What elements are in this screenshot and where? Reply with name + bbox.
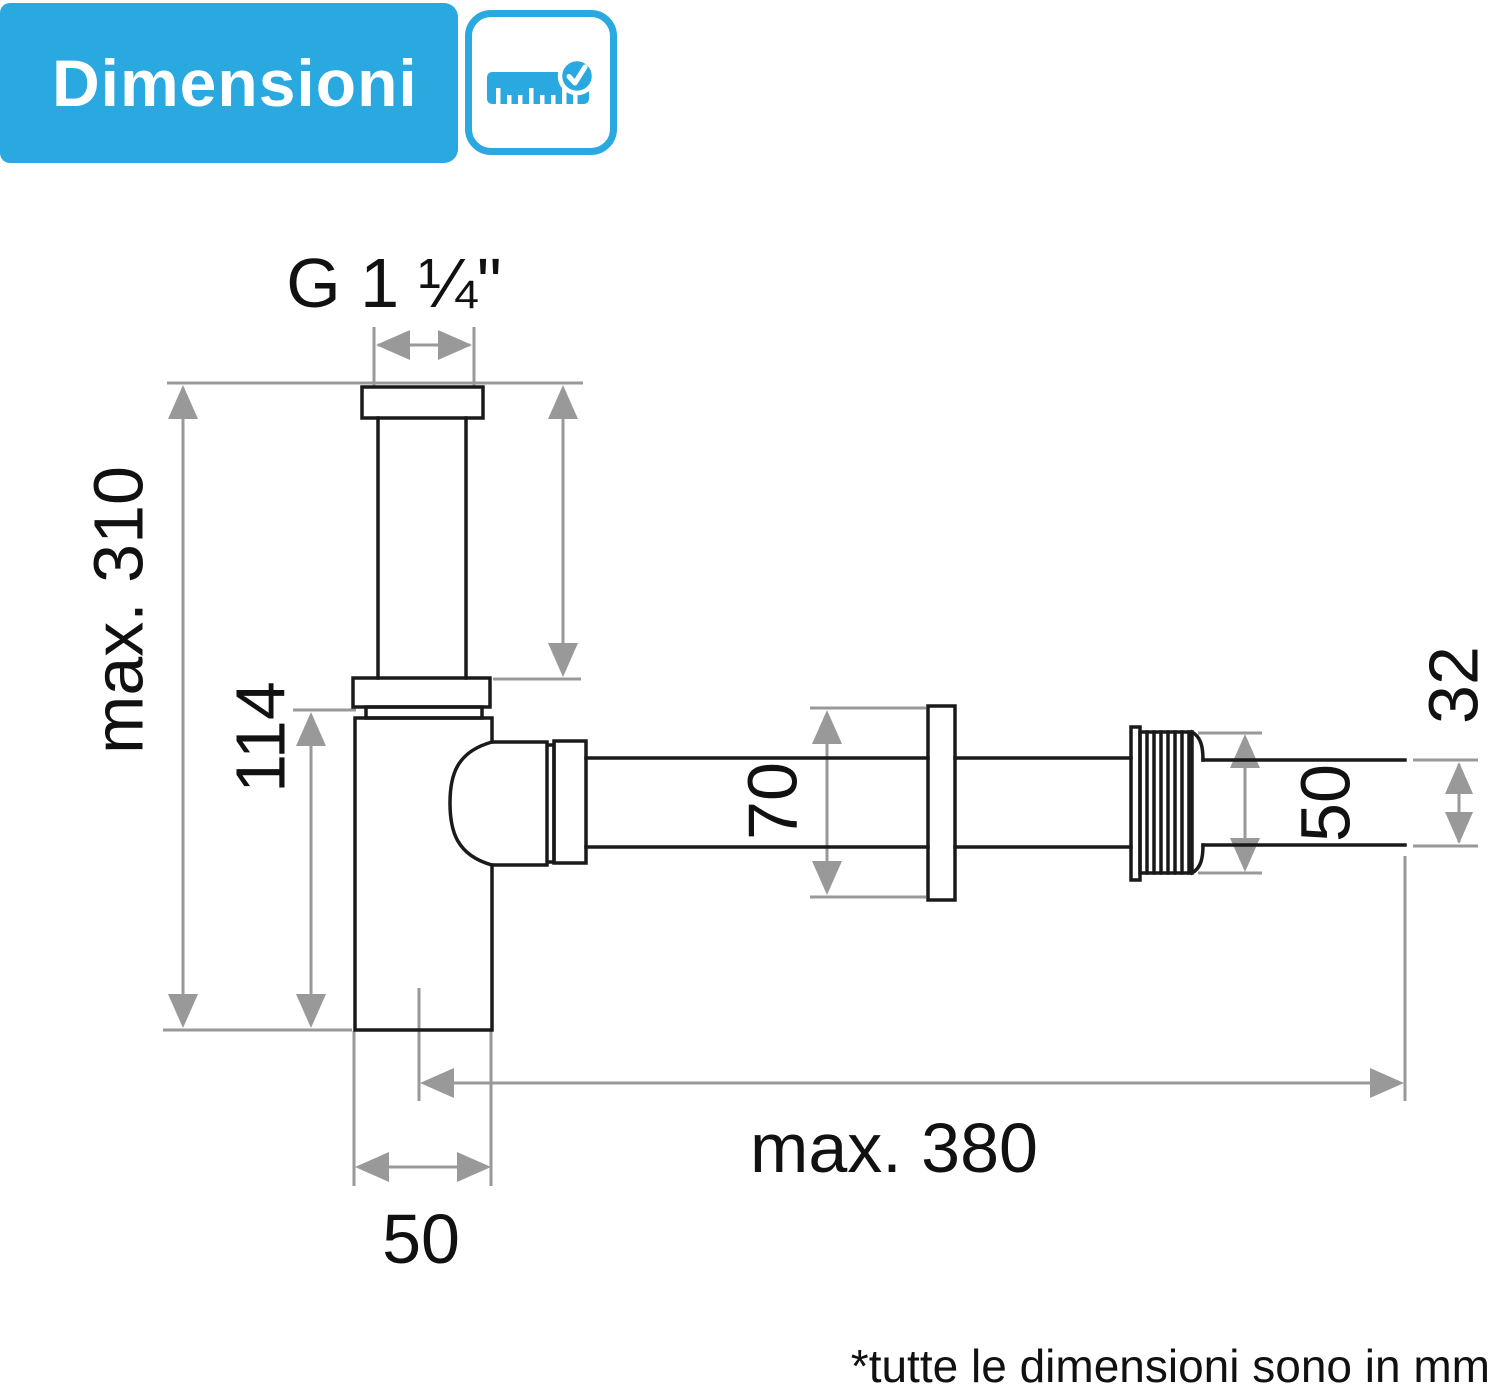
body-nut	[351, 676, 492, 709]
dimension-lines	[163, 327, 1478, 1186]
dimension-label-pipe-diameter: 32	[1415, 646, 1493, 724]
trap-cup	[353, 716, 494, 1032]
dimension-label-rosette-diameter: 70	[734, 762, 812, 840]
inlet-flange	[360, 385, 485, 420]
page-title: Dimensioni	[52, 46, 418, 120]
trap-drawing	[351, 385, 1407, 1032]
dimension-label-body-diameter: 50	[382, 1200, 460, 1278]
icon-box	[465, 10, 617, 155]
footnote: *tutte le dimensioni sono in mm	[851, 1340, 1490, 1389]
dimension-labels: G 1 ¼" max. 310 114 70 50 32 max. 380 50…	[80, 244, 1493, 1389]
outlet-pipe	[584, 756, 1407, 849]
dimension-label-thread-top: G 1 ¼"	[286, 244, 502, 322]
dimension-label-max-height: max. 310	[80, 466, 158, 754]
header-band: Dimensioni	[0, 3, 458, 163]
pipe-nut	[552, 739, 588, 865]
dimension-label-max-length: max. 380	[750, 1109, 1038, 1187]
dimension-label-thread-diameter: 50	[1287, 764, 1365, 842]
threaded-connector	[1138, 730, 1194, 875]
elbow	[448, 739, 549, 868]
dimension-label-body-height: 114	[222, 681, 300, 793]
wall-rosette	[926, 704, 957, 902]
ruler-check-icon	[487, 56, 597, 104]
